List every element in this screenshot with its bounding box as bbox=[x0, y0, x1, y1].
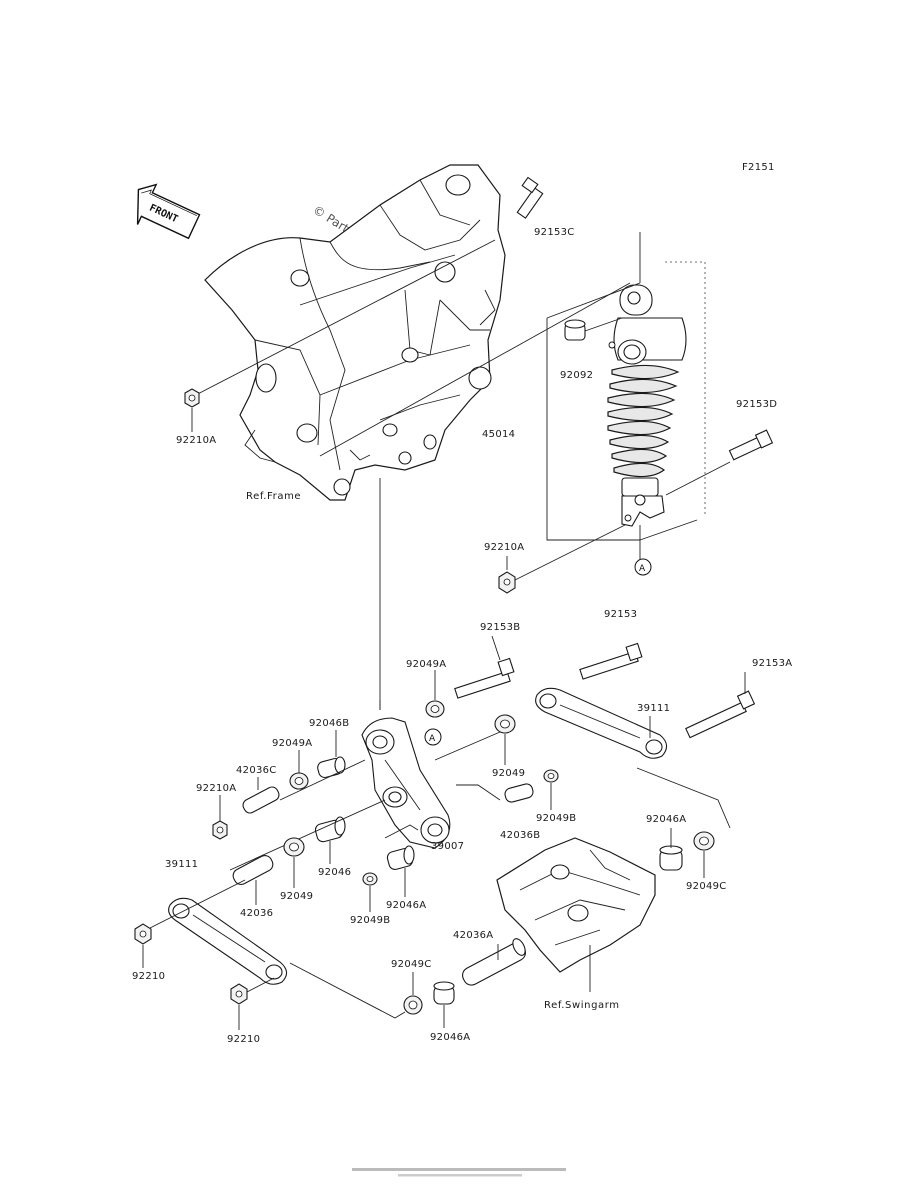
tie-rod-39111-left bbox=[168, 897, 288, 985]
label-39111-right: 39111 bbox=[637, 703, 670, 714]
label-92049c-right: 92049C bbox=[686, 881, 727, 892]
washer-92049c-right bbox=[693, 831, 715, 851]
washer-92049a-top bbox=[425, 700, 445, 718]
label-92210a-left: 92210A bbox=[196, 783, 236, 794]
diagram-code: F2151 bbox=[742, 162, 775, 173]
nut-92210a-left bbox=[212, 820, 228, 840]
label-42036: 42036 bbox=[240, 908, 273, 919]
nut-92210-lower bbox=[230, 983, 248, 1005]
collar-42036c bbox=[242, 786, 280, 814]
collar-42036a bbox=[462, 938, 526, 986]
label-39007: 39007 bbox=[431, 841, 464, 852]
washer-92049b-left bbox=[362, 872, 378, 886]
label-42036c: 42036C bbox=[236, 765, 277, 776]
label-92153d: 92153D bbox=[736, 399, 777, 410]
bolt-92153b bbox=[454, 657, 515, 699]
bushing-92092 bbox=[564, 319, 586, 341]
bolt-92153d bbox=[728, 429, 774, 461]
label-92049a-top: 92049A bbox=[406, 659, 446, 670]
label-92153c: 92153C bbox=[534, 227, 575, 238]
label-92049-right: 92049 bbox=[492, 768, 525, 779]
label-92046: 92046 bbox=[318, 867, 351, 878]
shock-absorber bbox=[607, 284, 687, 527]
label-ref-swingarm: Ref.Swingarm bbox=[544, 1000, 620, 1011]
nut-92210-upper bbox=[134, 923, 152, 945]
washer-92049a-left bbox=[289, 772, 309, 790]
label-42036b: 42036B bbox=[500, 830, 540, 841]
label-92049b-right: 92049B bbox=[536, 813, 576, 824]
washer-92049-right bbox=[494, 714, 516, 734]
label-92046a-bottom: 92046A bbox=[430, 1032, 470, 1043]
label-92210a-top: 92210A bbox=[176, 435, 216, 446]
label-92153a: 92153A bbox=[752, 658, 792, 669]
label-92092: 92092 bbox=[560, 370, 593, 381]
swingarm-illustration bbox=[496, 837, 656, 973]
frame-illustration bbox=[204, 164, 506, 501]
label-92046b: 92046B bbox=[309, 718, 349, 729]
collar-42036b bbox=[504, 783, 534, 803]
label-92210-upper: 92210 bbox=[132, 971, 165, 982]
label-42036a: 42036A bbox=[453, 930, 493, 941]
footer-copyright-smudge-2 bbox=[398, 1174, 522, 1177]
bolt-92153c bbox=[516, 176, 544, 219]
bolt-92153 bbox=[579, 642, 643, 680]
bearing-92046a-right bbox=[659, 845, 683, 871]
nut-92210a-frame bbox=[184, 388, 200, 408]
tie-rod-39111-right bbox=[535, 687, 668, 759]
front-arrow-icon: FRONT bbox=[136, 183, 201, 240]
label-92046a-mid: 92046A bbox=[386, 900, 426, 911]
callout-a-shock: A bbox=[639, 564, 646, 574]
bearing-92046b bbox=[317, 756, 346, 779]
label-ref-frame: Ref.Frame bbox=[246, 491, 301, 502]
label-92153b: 92153B bbox=[480, 622, 520, 633]
collar-42036 bbox=[232, 854, 274, 886]
label-45014: 45014 bbox=[482, 429, 515, 440]
label-92049b-left: 92049B bbox=[350, 915, 390, 926]
bolt-92153a bbox=[685, 690, 756, 739]
bearing-92046a-bottom bbox=[433, 981, 455, 1005]
label-39111-left: 39111 bbox=[165, 859, 198, 870]
callout-a-rocker: A bbox=[429, 734, 436, 744]
label-92210a-mid: 92210A bbox=[484, 542, 524, 553]
label-92049c-bottom: 92049C bbox=[391, 959, 432, 970]
label-92049-left: 92049 bbox=[280, 891, 313, 902]
footer-copyright-smudge bbox=[352, 1168, 566, 1171]
rocker-39007 bbox=[361, 717, 451, 849]
washer-92049c-bottom bbox=[403, 995, 423, 1015]
label-92153: 92153 bbox=[604, 609, 637, 620]
label-92046a-right: 92046A bbox=[646, 814, 686, 825]
label-92049a-left: 92049A bbox=[272, 738, 312, 749]
bearing-92046a-mid bbox=[386, 845, 415, 871]
nut-92210a-shock bbox=[498, 571, 516, 594]
label-92210-lower: 92210 bbox=[227, 1034, 260, 1045]
washer-92049-left bbox=[283, 837, 305, 857]
washer-92049b-right bbox=[543, 769, 559, 783]
